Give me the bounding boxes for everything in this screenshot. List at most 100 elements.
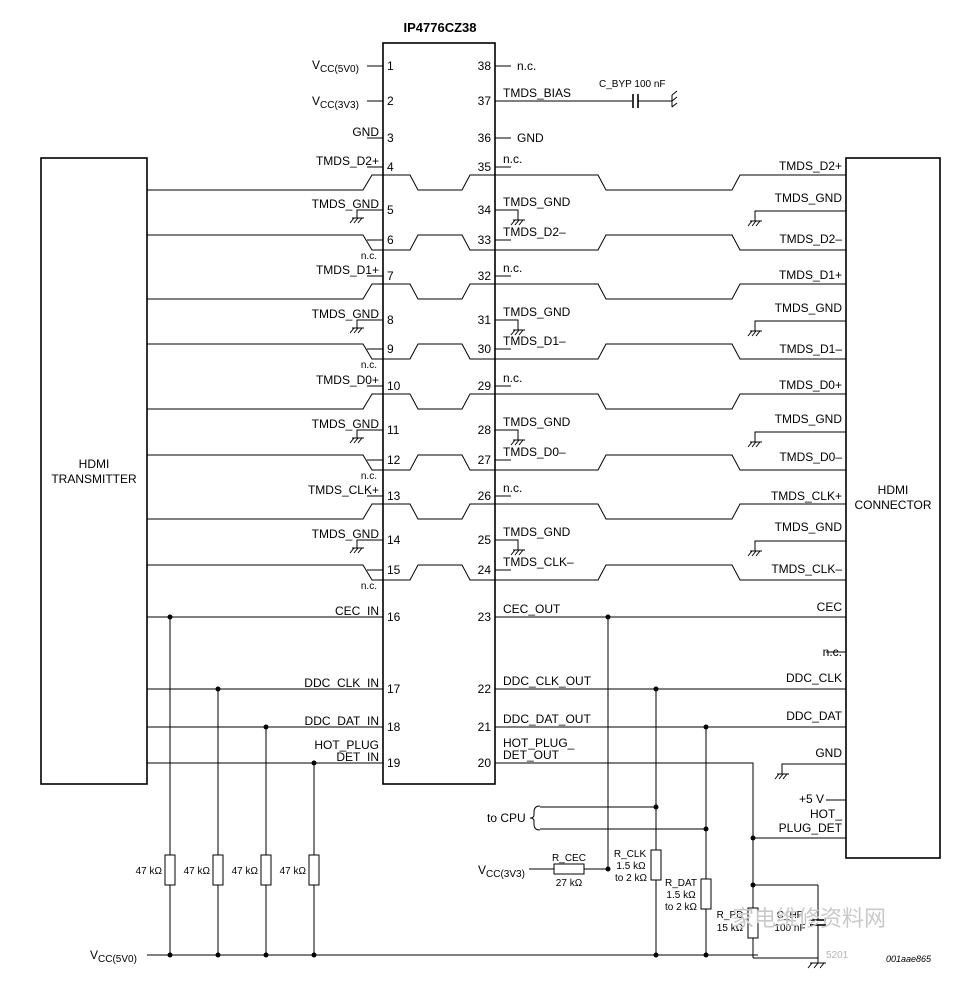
connector-pin-label: TMDS_GND [775,520,843,534]
pin-number-8: 8 [387,313,394,327]
ground-icon [349,437,364,444]
pin-number-30: 30 [478,342,492,356]
pin-number-34: 34 [478,203,492,217]
ground-icon [510,439,525,446]
pin-label-31: TMDS_GND [503,305,571,319]
transmitter-label-2: TRANSMITTER [51,472,137,486]
pin-label-14: TMDS_GND [312,527,380,541]
pin-label-37: TMDS_BIAS [503,86,571,100]
vcc3-pin-label: VCC(3V3) [312,94,359,111]
pin-label-19-b: _DET_IN [329,750,379,764]
tmds-negative-trace [147,564,846,581]
connector-pin-label: TMDS_D0+ [779,378,842,392]
pin-label-36: GND [517,131,544,145]
pullup-resistor [164,854,176,886]
gnd-stub-connector [754,210,846,221]
gnd-stub-left [356,429,367,438]
ground-icon [774,773,789,780]
transmitter-label-1: HDMI [79,457,110,471]
pin-number-5: 5 [387,203,394,217]
ground-icon [671,90,678,108]
pin-number-31: 31 [478,313,492,327]
ic-body [382,42,496,785]
connector-pin-label: DDC_CLK [786,671,842,685]
pin-number-3: 3 [387,131,394,145]
pin-number-16: 16 [387,610,401,624]
vcc5-pin-label: VCC(5V0) [312,58,359,75]
pin-number-25: 25 [478,533,492,547]
pin-label-27: TMDS_D0– [503,445,566,459]
pin-label-7: TMDS_D1+ [316,263,379,277]
gnd-stub-left [356,539,367,548]
pin-label-4: TMDS_D2+ [316,154,379,168]
connector-pin-label: TMDS_GND [775,412,843,426]
r-clk-range: to 2 kΩ [615,873,647,884]
to-cpu-brace [529,805,541,831]
r-clk-value: 1.5 kΩ [616,861,646,872]
hpd-out-wire [511,762,754,908]
pin-label-28: TMDS_GND [503,415,571,429]
ground-icon [747,441,762,448]
pin-label-16: CEC_IN [335,604,379,618]
gnd-stub-connector [754,540,846,551]
pin-label-30: TMDS_D1– [503,334,566,348]
nc-note: n.c. [361,360,377,371]
gnd-stub-right [511,209,519,220]
r-dat-resistor [700,878,712,910]
pin-number-24: 24 [478,563,492,577]
pin-label-5: TMDS_GND [312,197,380,211]
pin-number-4: 4 [387,160,394,174]
connector-label-1: HDMI [878,483,909,497]
pullup-resistor [260,854,272,886]
junction-dot [750,835,756,841]
pin-number-26: 26 [478,489,492,503]
pin-label-22: DDC_CLK_OUT [503,674,592,688]
gnd-stub-connector [754,320,846,331]
c-hp-value: 100 nF [774,923,805,934]
pin-label-8: TMDS_GND [312,307,380,321]
ground-icon [510,219,525,226]
r-cec-name: R_CEC [552,853,586,864]
watermark-text: 家电维修资料网 [732,907,886,932]
pin-label-26: n.c. [503,481,522,495]
tmds-negative-trace [147,454,846,471]
hdmi-transmitter-block [40,157,148,785]
r-dat-value: 1.5 kΩ [666,890,696,901]
tmds-positive-trace [147,393,846,410]
connector-pin-label: DDC_DAT [786,709,842,723]
pin-label-32: n.c. [503,261,522,275]
pin-number-18: 18 [387,720,401,734]
pin-number-10: 10 [387,379,401,393]
r-pd-name: R_PD [717,910,744,921]
c-hp-name: C_HP [777,910,804,921]
tmds-positive-trace [147,503,846,520]
wiring-layer: TMDS_D2+TMDS_GNDTMDS_D2–TMDS_D1+TMDS_GND… [147,159,846,958]
pin-number-36: 36 [478,131,492,145]
ground-icon [807,958,826,969]
pin-number-28: 28 [478,423,492,437]
pin-number-1: 1 [387,59,394,73]
pin-label-10: TMDS_D0+ [316,373,379,387]
vcc3-rail-label: VCC(3V3) [478,863,525,880]
tmds-negative-trace [147,343,846,360]
r-clk-resistor [650,849,662,881]
pin-number-13: 13 [387,489,401,503]
nc-note: n.c. [361,251,377,262]
pin-number-21: 21 [478,720,492,734]
ground-icon [349,547,364,554]
pullup-resistor [212,854,224,886]
ground-icon [349,327,364,334]
connector-pin-label: TMDS_D2+ [779,159,842,173]
r-pd-value: 15 kΩ [717,923,744,934]
pin-number-20: 20 [478,756,492,770]
connector-gnd [781,763,846,774]
ground-icon [747,330,762,337]
pin-number-33: 33 [478,233,492,247]
ground-icon [510,549,525,556]
pin-label-11: TMDS_GND [312,417,380,431]
pin-number-35: 35 [478,160,492,174]
pin-label-23: CEC_OUT [503,602,561,616]
connector-pin-label: CEC [817,600,843,614]
gnd-stub-left [356,319,367,328]
